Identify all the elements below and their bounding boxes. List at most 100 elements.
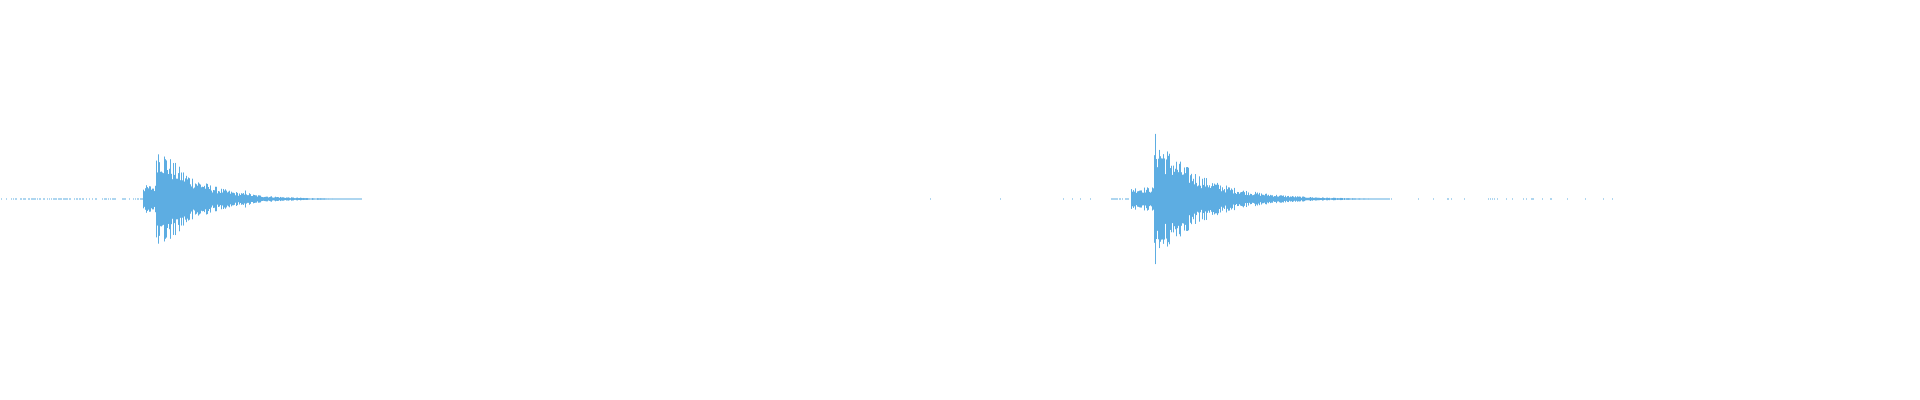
waveform-sample [168,174,169,224]
waveform-sample [292,197,293,201]
waveform-sample [138,198,139,200]
waveform-sample [47,198,48,200]
waveform-sample [1285,195,1286,203]
waveform-sample [1358,198,1359,200]
waveform-sample [1248,192,1249,206]
waveform-sample [1135,188,1136,210]
waveform-sample [158,154,159,244]
waveform-sample [1150,192,1151,206]
waveform-sample [141,198,142,200]
waveform-sample [1284,196,1285,202]
waveform-sample [1333,197,1334,201]
waveform-sample [1418,198,1419,200]
waveform-sample [1220,185,1221,213]
waveform-sample [1197,186,1198,212]
waveform-sample [1200,185,1201,213]
waveform-sample [21,198,22,200]
waveform-sample [115,198,116,200]
waveform-sample [209,189,210,209]
waveform-sample [1208,187,1209,211]
waveform-sample [1151,191,1152,207]
waveform-sample [1147,187,1148,211]
waveform-sample [1175,168,1176,230]
waveform-sample [1195,174,1196,224]
waveform-sample [326,198,327,200]
waveform-sample [1143,192,1144,206]
waveform-sample [1300,196,1301,202]
waveform-sample [345,198,346,200]
waveform-sample [1126,198,1127,200]
waveform-sample [1359,198,1360,200]
waveform-sample [1387,198,1388,200]
waveform-sample [153,188,154,210]
waveform-sample [1,198,2,200]
waveform-sample [1090,198,1091,200]
waveform-sample [1222,187,1223,211]
waveform-sample [1243,190,1244,208]
waveform-sample [1132,191,1133,207]
waveform-sample [29,198,30,200]
waveform-sample [1282,195,1283,203]
waveform-sample [1204,177,1205,221]
waveform-sample [284,197,285,201]
waveform-sample [337,198,338,200]
waveform-sample [1172,174,1173,224]
waveform-sample [191,186,192,212]
waveform-sample [323,198,324,200]
waveform-sample [106,198,107,200]
waveform-sample [315,198,316,200]
waveform-sample [1156,158,1157,240]
waveform-sample [1531,198,1532,200]
waveform-sample [1170,168,1171,230]
waveform-sample [1127,198,1128,200]
waveform-sample [74,198,75,200]
waveform-sample [69,198,70,200]
waveform-sample [1183,174,1184,224]
waveform-sample [16,198,17,200]
waveform-sample [1585,198,1586,200]
waveform-sample [188,177,189,221]
waveform-sample [1380,198,1381,200]
waveform-sample [189,178,190,220]
waveform-sample [202,186,203,212]
waveform-sample [302,198,303,200]
waveform-sample [1206,178,1207,220]
waveform-sample [170,159,171,239]
waveform-sample [240,194,241,204]
waveform-sample [53,198,54,200]
waveform-sample [234,193,235,205]
waveform-sample [1227,189,1228,209]
waveform-sample [338,198,339,200]
waveform-sample [275,196,276,202]
waveform-sample [133,198,134,200]
waveform-sample [359,198,360,200]
waveform-sample [15,198,16,200]
waveform-sample [33,198,34,200]
waveform-sample [1122,198,1123,200]
waveform-sample [1296,197,1297,201]
waveform-sample [196,184,197,214]
waveform-sample [1224,189,1225,209]
waveform-sample [171,173,172,225]
waveform-sample [159,162,160,236]
waveform-sample [1180,161,1181,237]
waveform-sample [300,197,301,201]
waveform-sample [105,198,106,200]
waveform-sample [190,184,191,214]
waveform-sample [1236,194,1237,204]
waveform-sample [177,178,178,220]
waveform-sample [1168,155,1169,243]
waveform-sample [1384,198,1385,200]
waveform-sample [1249,195,1250,203]
waveform-sample [296,197,297,201]
waveform-sample [286,197,287,201]
waveform-sample [262,197,263,201]
waveform-sample [254,195,255,203]
waveform-sample [361,198,362,200]
waveform-sample [1542,198,1543,200]
waveform-sample [1294,197,1295,201]
waveform-sample [1488,198,1489,200]
waveform-sample [341,198,342,200]
waveform-sample [1290,196,1291,202]
